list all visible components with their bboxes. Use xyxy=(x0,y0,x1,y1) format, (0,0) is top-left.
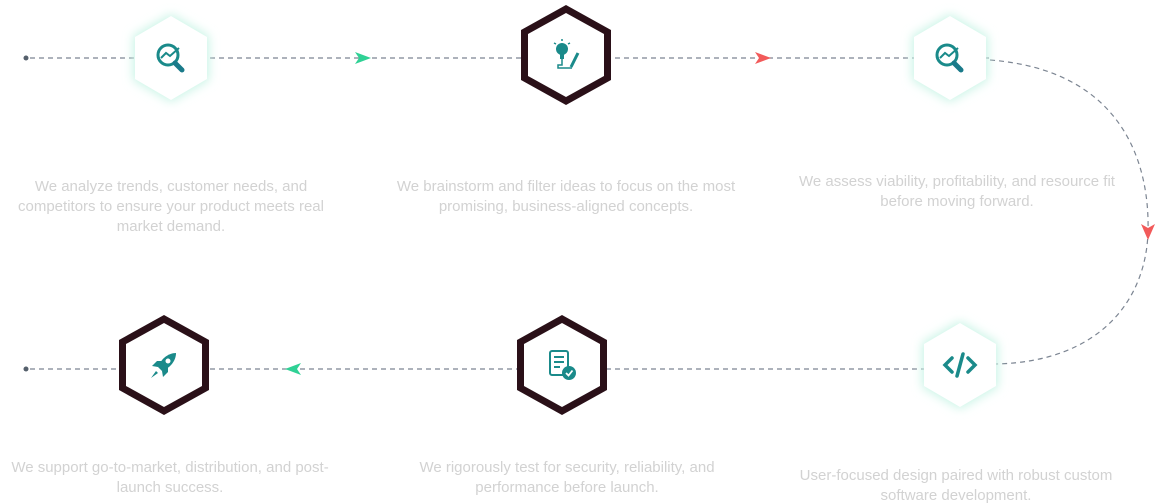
arrow-down-icon xyxy=(1141,224,1155,240)
step-3-hexagon xyxy=(912,14,988,102)
step-5-hexagon xyxy=(517,315,607,415)
magnifier-chart-icon xyxy=(156,43,185,73)
step-5-description: We rigorously test for security, reliabi… xyxy=(419,459,715,496)
end-dot xyxy=(23,366,29,372)
step-4-hexagon xyxy=(922,321,998,409)
step-6-hexagon xyxy=(119,315,209,415)
step-2-hexagon xyxy=(521,5,611,105)
step-1-hexagon xyxy=(133,14,209,102)
magnifier-chart-icon xyxy=(935,43,964,73)
lightbulb-pencil-icon xyxy=(553,39,580,69)
step-6-description: We support go-to-market, distribution, a… xyxy=(11,459,329,496)
start-dot xyxy=(23,55,29,61)
code-icon xyxy=(942,352,978,378)
step-4-description: User-focused design paired with robust c… xyxy=(799,467,1113,504)
step-1-description: We analyze trends, customer needs, and c… xyxy=(18,178,324,235)
step-3-description: We assess viability, profitability, and … xyxy=(799,173,1115,210)
checklist-document-icon xyxy=(549,350,576,380)
arrow-right-icon xyxy=(755,52,771,64)
curve-connector xyxy=(989,59,1149,365)
step-2-description: We brainstorm and filter ideas to focus … xyxy=(396,178,736,215)
arrow-left-icon xyxy=(285,363,301,375)
arrow-right-icon xyxy=(355,52,371,64)
rocket-icon xyxy=(151,353,176,378)
